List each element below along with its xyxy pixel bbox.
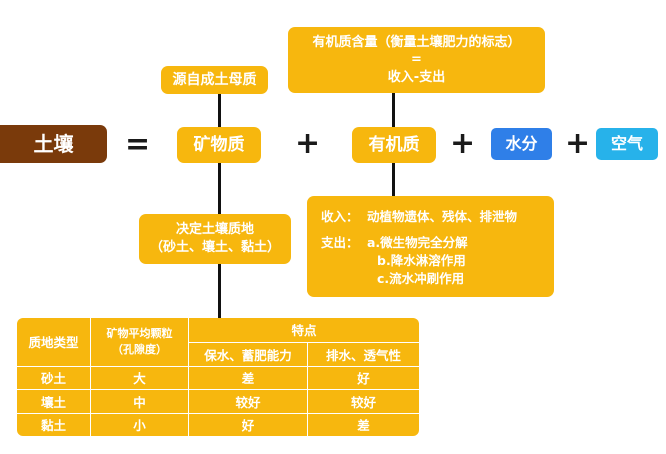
organic-matter-box: 有机质 — [352, 127, 436, 163]
cell-drainage: 较好 — [307, 389, 419, 414]
header-retention: 保水、蓄肥能力 — [188, 341, 308, 367]
texture-table-container: 质地类型 矿物平均颗粒 （孔隙度） 特点 保水、蓄肥能力 排水、透气性 砂土 大… — [17, 318, 419, 436]
cell-particle: 大 — [90, 365, 189, 391]
table-row: 砂土 大 差 好 — [17, 365, 419, 391]
soil-texture-box: 决定土壤质地 （砂土、壤土、黏土） — [139, 214, 291, 264]
expense-item-c: c.流水冲刷作用 — [377, 271, 465, 287]
formula-line-1: 有机质含量（衡量土壤肥力的标志） — [312, 34, 521, 50]
texture-line-2: （砂土、壤土、黏土） — [149, 240, 280, 255]
plus-sign-2: + — [450, 126, 476, 161]
organic-content-formula-box: 有机质含量（衡量土壤肥力的标志） = 收入-支出 — [288, 27, 545, 93]
plus-sign-1: + — [295, 126, 321, 161]
formula-line-3: 收入-支出 — [387, 69, 446, 85]
organic-matter-label: 有机质 — [368, 134, 420, 155]
income-row: 收入： 动植物遗体、残体、排泄物 — [321, 208, 554, 226]
equals-sign: = — [125, 127, 151, 162]
connector-organic-ie — [392, 163, 395, 196]
parent-material-box: 源自成土母质 — [161, 66, 268, 94]
texture-line-1: 决定土壤质地 — [175, 222, 254, 238]
water-box: 水分 — [491, 128, 552, 160]
connector-texture-table — [218, 264, 221, 318]
cell-drainage: 差 — [307, 412, 419, 436]
header-particle-line-1: 矿物平均颗粒 — [106, 327, 173, 341]
texture-table: 质地类型 矿物平均颗粒 （孔隙度） 特点 保水、蓄肥能力 排水、透气性 砂土 大… — [17, 318, 419, 436]
income-text: 动植物遗体、残体、排泄物 — [367, 209, 518, 224]
soil-box: 土壤 — [0, 125, 107, 163]
table-row: 黏土 小 好 差 — [17, 412, 419, 436]
header-drainage: 排水、透气性 — [307, 341, 419, 367]
expense-row: 支出： a.微生物完全分解 — [321, 234, 554, 252]
cell-type: 砂土 — [17, 365, 91, 391]
mineral-box: 矿物质 — [177, 127, 261, 163]
parent-material-label: 源自成土母质 — [172, 71, 257, 88]
cell-retention: 差 — [188, 365, 308, 391]
header-particle-line-2: （孔隙度） — [112, 342, 167, 356]
expense-item-b: b.降水淋溶作用 — [377, 253, 466, 269]
cell-drainage: 好 — [307, 365, 419, 391]
connector-mineral-texture — [218, 163, 221, 214]
expense-item-a: a.微生物完全分解 — [367, 235, 468, 251]
air-box: 空气 — [596, 128, 658, 160]
air-label: 空气 — [610, 134, 643, 154]
cell-type: 壤土 — [17, 389, 91, 414]
water-label: 水分 — [505, 134, 538, 154]
connector-source-mineral — [218, 94, 221, 127]
connector-formula-organic — [392, 93, 395, 127]
expense-label: 支出： — [321, 235, 359, 251]
income-label: 收入： — [321, 209, 359, 224]
cell-particle: 小 — [90, 412, 189, 436]
cell-retention: 好 — [188, 412, 308, 436]
cell-particle: 中 — [90, 389, 189, 414]
cell-type: 黏土 — [17, 412, 91, 436]
header-features: 特点 — [188, 318, 419, 343]
formula-equals: = — [411, 52, 422, 68]
table-row: 壤土 中 较好 较好 — [17, 389, 419, 414]
income-expense-box: 收入： 动植物遗体、残体、排泄物 支出： a.微生物完全分解 b.降水淋溶作用 … — [307, 196, 554, 297]
soil-label: 土壤 — [33, 131, 74, 156]
mineral-label: 矿物质 — [193, 134, 245, 155]
plus-sign-3: + — [565, 126, 591, 161]
header-texture-type: 质地类型 — [17, 318, 91, 367]
header-particle: 矿物平均颗粒 （孔隙度） — [90, 318, 189, 367]
cell-retention: 较好 — [188, 389, 308, 414]
